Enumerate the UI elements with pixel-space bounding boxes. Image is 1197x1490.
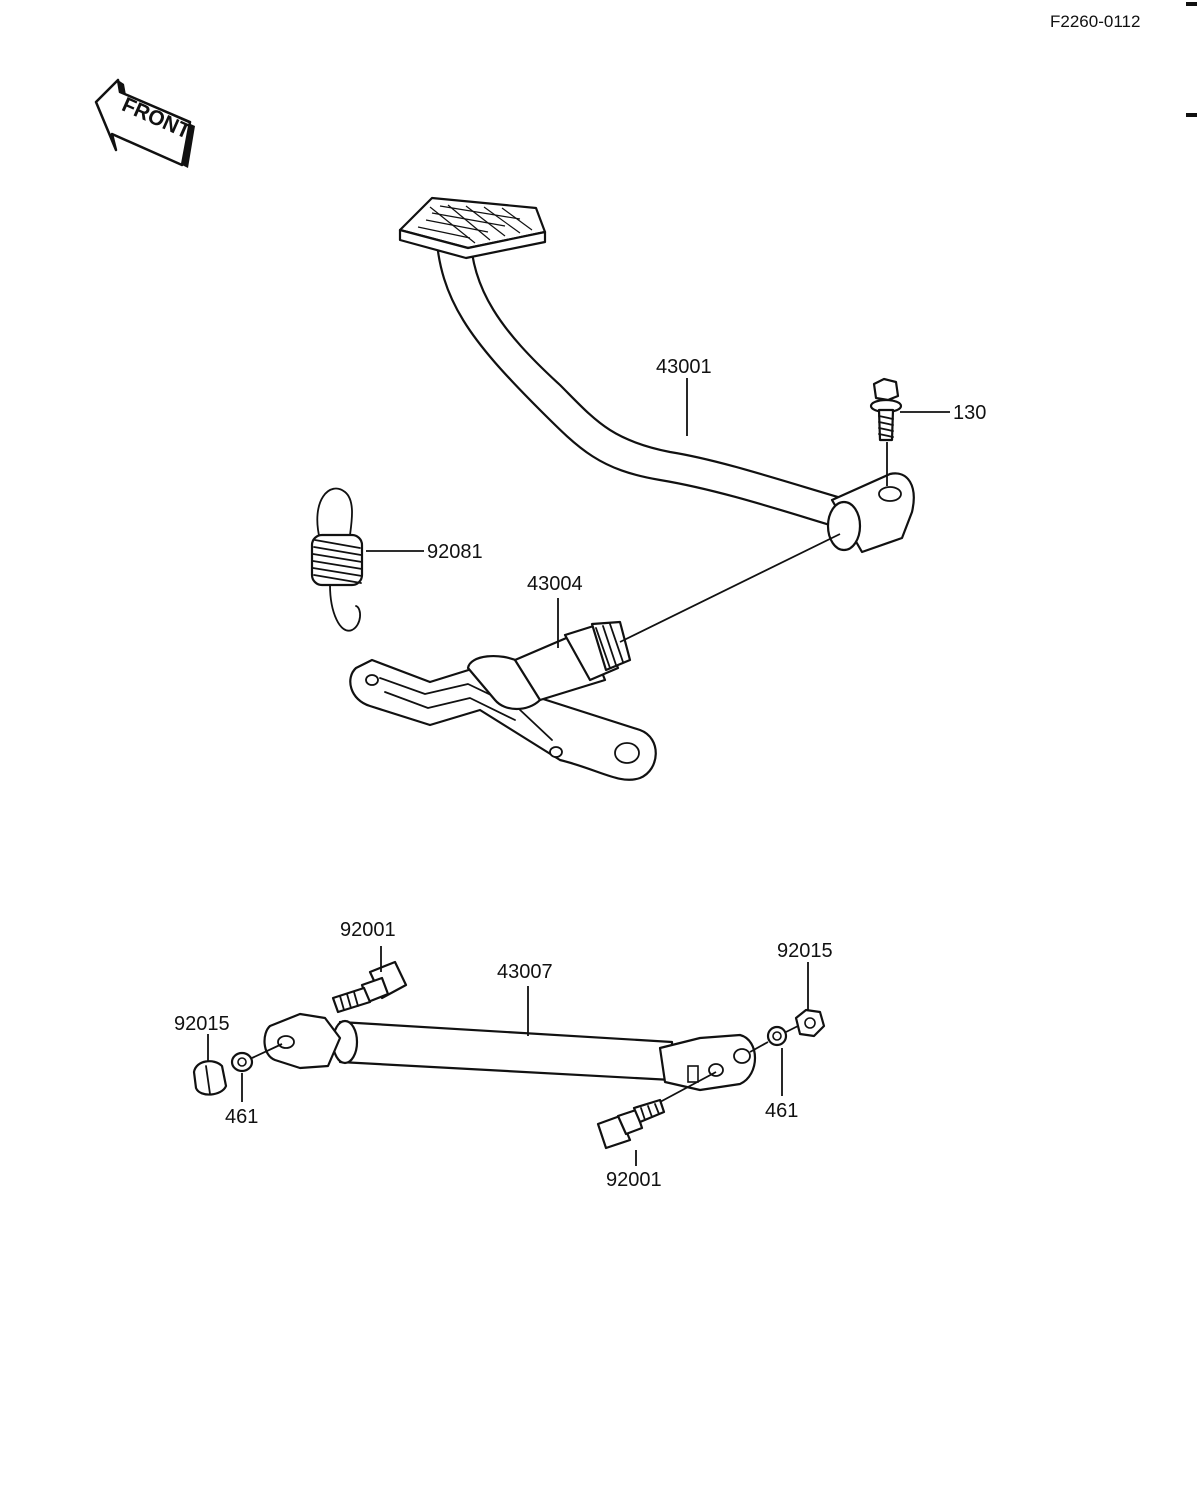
crop-marks [1186, 2, 1197, 117]
front-arrow-icon: FRONT [94, 78, 195, 168]
label-92015-right: 92015 [777, 940, 833, 962]
label-461-left: 461 [225, 1106, 258, 1128]
label-92081: 92081 [427, 541, 483, 563]
brake-pedal [398, 196, 915, 554]
label-43007: 43007 [497, 961, 553, 983]
cap-nut-left [192, 1060, 228, 1096]
label-43001: 43001 [656, 356, 712, 378]
brake-rod [263, 1012, 756, 1092]
label-92015-left: 92015 [174, 1013, 230, 1035]
washer-left [230, 1051, 254, 1073]
nut-right [794, 1008, 826, 1038]
label-92001-top: 92001 [340, 919, 396, 941]
pedal-shaft-arm [349, 620, 657, 781]
bolt [869, 377, 903, 442]
return-spring [310, 487, 364, 632]
label-461-right: 461 [765, 1100, 798, 1122]
clevis-pin-right [596, 1098, 666, 1150]
label-92001-bottom: 92001 [606, 1169, 662, 1191]
label-43004: 43004 [527, 573, 583, 595]
diagram-code: F2260-0112 [1050, 12, 1140, 31]
label-130: 130 [953, 402, 986, 424]
pedal-pad-grid [417, 204, 533, 244]
clevis-pin-left [331, 960, 408, 1014]
washer-right [766, 1025, 788, 1047]
